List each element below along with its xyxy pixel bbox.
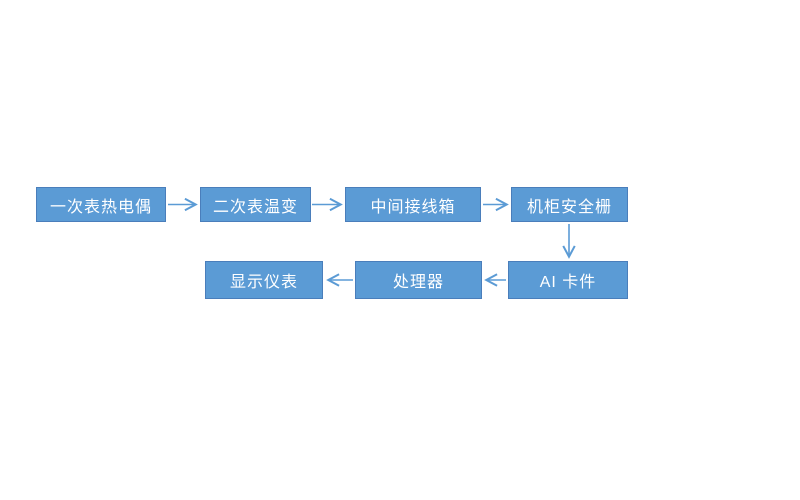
flow-node-cabinet-safety-barrier: 机柜安全栅 (511, 187, 628, 222)
flow-node-secondary-temp-transmitter: 二次表温变 (200, 187, 311, 222)
flow-node-processor: 处理器 (355, 261, 482, 299)
flow-node-ai-card: AI 卡件 (508, 261, 628, 299)
flow-node-display-instrument: 显示仪表 (205, 261, 323, 299)
flow-node-primary-thermocouple: 一次表热电偶 (36, 187, 166, 222)
flow-node-intermediate-junction-box: 中间接线箱 (345, 187, 481, 222)
